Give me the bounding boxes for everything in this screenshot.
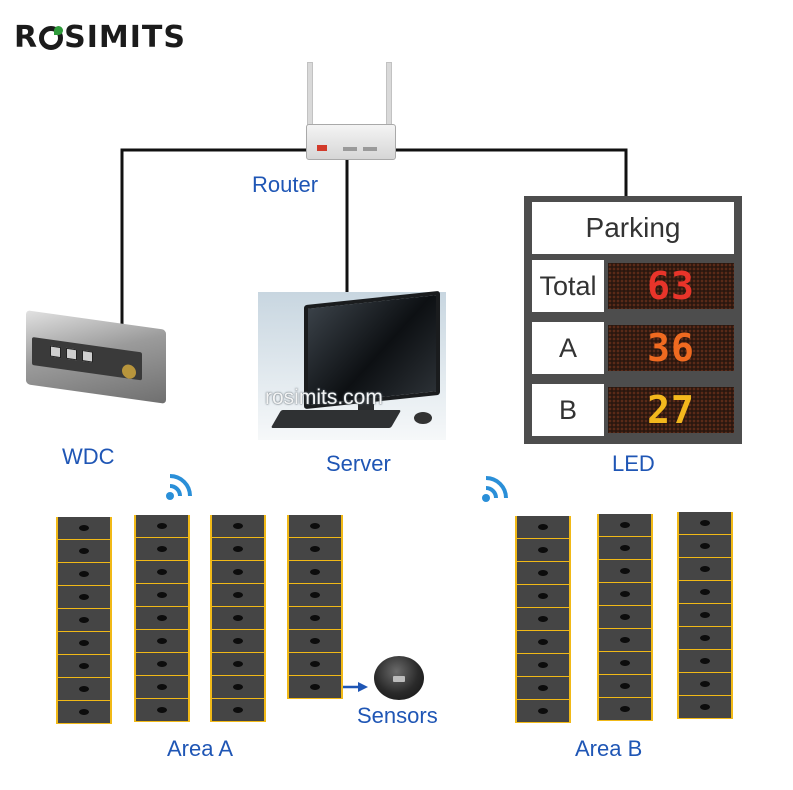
logo-text-left: R [14, 20, 39, 55]
wifi-icon [166, 474, 192, 500]
parking-strip-b2 [597, 514, 653, 721]
router-label: Router [252, 172, 319, 197]
parking-strip-b1 [515, 516, 571, 723]
brand-logo: R SIMITS [14, 20, 186, 56]
led-row-b-value: 27 [647, 388, 695, 432]
led-row-a-value: 36 [647, 326, 695, 370]
wdc-label: WDC [62, 444, 115, 469]
sensor-image [374, 656, 424, 700]
sensor-arrow-head [358, 682, 368, 692]
led-display-board: Parking Total 63 A 36 B 27 [524, 196, 742, 444]
parking-strip-a1 [56, 517, 112, 724]
mouse-icon [414, 412, 432, 424]
keyboard-icon [270, 410, 402, 428]
parking-strip-a4 [287, 515, 343, 699]
led-row-total-label: Total [532, 260, 604, 312]
area-b-label: Area B [575, 736, 643, 761]
router-antenna-left [307, 62, 313, 128]
sensors-label: Sensors [357, 703, 438, 728]
led-row-b-label: B [532, 384, 604, 436]
router-device [306, 124, 396, 160]
led-label: LED [612, 451, 655, 476]
led-row-a-panel: 36 [608, 325, 734, 371]
router-to-wdc-line [120, 148, 308, 330]
wifi-icon [482, 476, 508, 502]
router-antenna-right [386, 62, 392, 128]
area-a-label: Area A [167, 736, 234, 761]
led-row-a-label: A [532, 322, 604, 374]
parking-strip-a2 [134, 515, 190, 722]
server-label: Server [326, 451, 391, 476]
logo-o-icon [39, 26, 64, 50]
parking-strip-a3 [210, 515, 266, 722]
router-to-led-line [396, 148, 628, 196]
watermark: rosimits.com [265, 386, 383, 409]
server-image [258, 290, 446, 440]
led-row-b-panel: 27 [608, 387, 734, 433]
led-row-total-panel: 63 [608, 263, 734, 309]
parking-strip-b3 [677, 512, 733, 719]
led-title: Parking [532, 202, 734, 254]
led-row-total-value: 63 [647, 264, 695, 308]
logo-text-right: SIMITS [64, 20, 186, 55]
